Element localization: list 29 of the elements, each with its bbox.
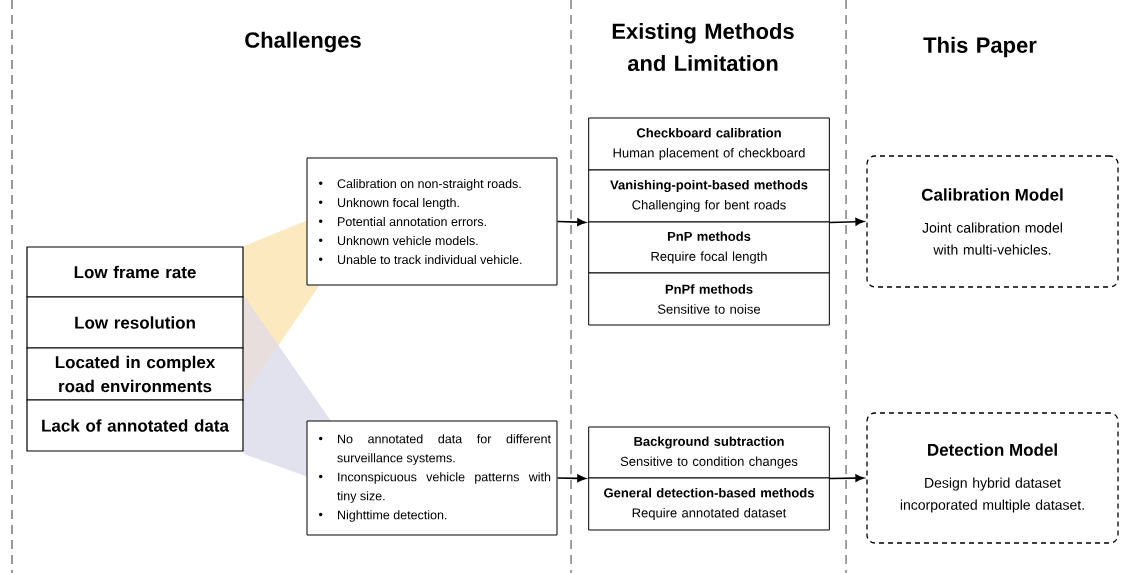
model-box: Detection Model Design hybrid dataset incorporated multiple dataset. [866, 412, 1119, 544]
bullet-item: Unable to track individual vehicle. [319, 254, 522, 265]
arrow [556, 474, 586, 483]
challenge-cell: Low resolution [26, 296, 244, 349]
bullet-item: Calibration on non-straight roads. [319, 178, 521, 191]
method-cell: Checkboard calibration Human placement of checkboard [588, 117, 830, 171]
column-heading: Challenges [245, 31, 361, 53]
bullet-item: Inconspicuous vehicle patterns with tiny size. [319, 472, 551, 503]
method-cell: PnPf methods Sensitive to noise [588, 272, 830, 326]
column-heading: Existing Methods and Limitation [612, 22, 794, 72]
arrow [556, 218, 586, 226]
challenge-cell: Located in complex road environments [26, 347, 244, 401]
model-box: Calibration Model Joint calibration model with multi-vehicles. [866, 155, 1119, 288]
method-cell: Vanishing-point-based methods Challenging for bent roads [588, 169, 830, 223]
bullet-item: Nighttime detection. [319, 510, 447, 522]
bullet-item: Potential annotation errors. [319, 216, 486, 227]
bullet-item: Unknown vehicle models. [319, 235, 478, 246]
arrow [829, 474, 865, 482]
bullet-list-box [306, 420, 558, 536]
bullet-list-box [306, 157, 558, 286]
challenge-cell: Low frame rate [26, 246, 244, 298]
method-cell: PnP methods Require focal length [588, 221, 830, 274]
column-heading: This Paper [923, 36, 1037, 58]
bullet-item: Unknown focal length. [319, 197, 459, 210]
challenge-cell: Lack of annotated data [26, 399, 244, 452]
method-cell: General detection-based methods Require annotated dataset [588, 477, 830, 531]
method-cell: Background subtraction Sensitive to condition changes [588, 426, 830, 479]
bullet-item: No annotated data for different surveillance systems. [319, 434, 551, 465]
arrow [829, 217, 865, 226]
